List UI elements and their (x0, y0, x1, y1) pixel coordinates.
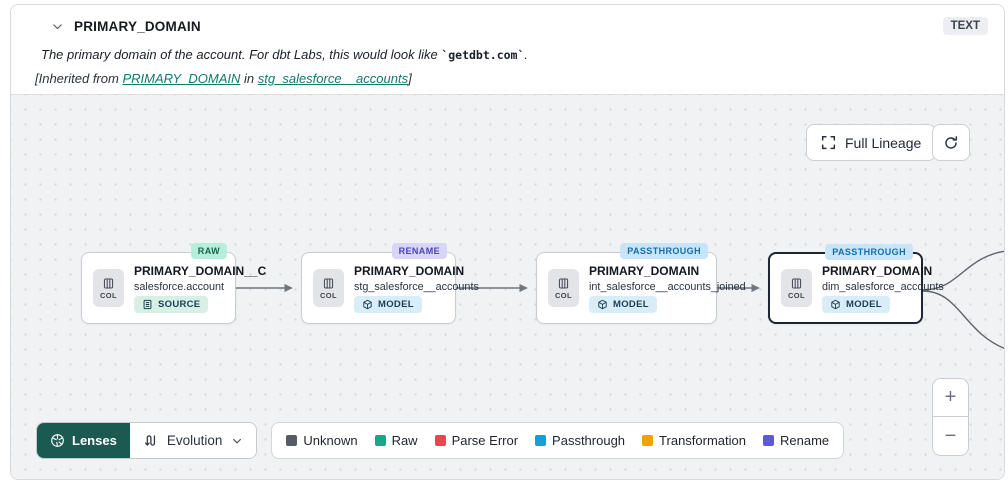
legend-swatch (286, 435, 298, 446)
column-header: PRIMARY_DOMAIN TEXT The primary domain o… (11, 5, 1004, 94)
zoom-in-button[interactable]: + (933, 379, 968, 417)
resource-type-tag: MODEL (354, 295, 422, 313)
status-badge: RAW (190, 243, 227, 259)
bottom-toolbar: Lenses Evolution Unknown Raw Parse Error… (36, 422, 845, 459)
lineage-node-source-column[interactable]: RAW COL PRIMARY_DOMAIN__C salesforce.acc… (81, 243, 267, 324)
page-title: PRIMARY_DOMAIN (74, 18, 201, 34)
lineage-canvas[interactable]: Full Lineage RAW COL PRIMARY_DOMAIN__C s… (11, 94, 1004, 479)
columns-icon (791, 278, 802, 288)
model-cube-icon (363, 299, 372, 309)
inline-code: `getdbt.com` (441, 48, 525, 62)
lens-legend: Unknown Raw Parse Error Passthrough Tran… (271, 422, 845, 459)
lineage-node-staging-model[interactable]: RENAME COL PRIMARY_DOMAIN stg_salesforce… (301, 243, 479, 324)
column-kind-chip: COL (781, 269, 812, 307)
legend-swatch (434, 435, 446, 446)
legend-item: Unknown (286, 433, 358, 448)
legend-item: Transformation (642, 433, 746, 448)
columns-icon (323, 278, 334, 288)
node-title: PRIMARY_DOMAIN (822, 263, 933, 278)
legend-item: Parse Error (434, 433, 518, 448)
legend-swatch (535, 435, 547, 446)
legend-item: Rename (762, 433, 829, 448)
fullscreen-icon (821, 135, 836, 150)
node-subtitle: int_salesforce__accounts_joined (589, 280, 746, 293)
resource-type-tag: MODEL (589, 295, 657, 313)
node-title: PRIMARY_DOMAIN (589, 263, 700, 278)
resource-type-tag: MODEL (822, 295, 890, 313)
zoom-out-button[interactable]: − (933, 417, 968, 455)
column-type-badge: TEXT (942, 17, 988, 35)
full-lineage-button[interactable]: Full Lineage (806, 124, 937, 161)
lenses-control: Lenses Evolution (36, 422, 258, 459)
model-cube-icon (831, 299, 840, 309)
legend-item: Passthrough (535, 433, 625, 448)
chevron-down-icon (231, 435, 243, 447)
resource-type-tag: SOURCE (134, 295, 209, 313)
lenses-button[interactable]: Lenses (37, 423, 130, 458)
column-kind-chip: COL (93, 269, 124, 307)
lineage-node-intermediate-model[interactable]: PASSTHROUGH COL PRIMARY_DOMAIN int_sales… (536, 243, 746, 324)
column-kind-chip: COL (548, 269, 579, 307)
legend-swatch (374, 435, 386, 446)
chevron-down-icon[interactable] (51, 20, 64, 33)
model-cube-icon (598, 299, 607, 309)
lineage-node-dim-model[interactable]: PASSTHROUGH COL PRIMARY_DOMAIN dim_sales… (768, 244, 944, 324)
inherited-model-link[interactable]: stg_salesforce__accounts (257, 71, 409, 86)
zoom-controls: + − (932, 378, 969, 456)
column-kind-chip: COL (313, 269, 344, 307)
columns-icon (103, 278, 114, 288)
status-badge: PASSTHROUGH (825, 244, 913, 260)
evolution-route-icon (143, 433, 158, 448)
legend-swatch (762, 435, 774, 446)
inherited-from-note: [Inherited from PRIMARY_DOMAIN in stg_sa… (35, 71, 412, 86)
inherited-column-link[interactable]: PRIMARY_DOMAIN (122, 71, 241, 86)
aperture-icon (50, 433, 65, 448)
node-title: PRIMARY_DOMAIN (354, 263, 465, 278)
node-title: PRIMARY_DOMAIN__C (134, 263, 267, 278)
refresh-button[interactable] (932, 124, 970, 161)
node-subtitle: dim_salesforce_accounts (822, 280, 944, 293)
node-subtitle: salesforce.account (134, 280, 225, 293)
status-badge: PASSTHROUGH (620, 243, 708, 259)
refresh-icon (943, 135, 959, 151)
lens-selector-dropdown[interactable]: Evolution (129, 423, 257, 458)
legend-item: Raw (374, 433, 418, 448)
columns-icon (558, 278, 569, 288)
lineage-panel: PRIMARY_DOMAIN TEXT The primary domain o… (10, 4, 1005, 480)
status-badge: RENAME (391, 243, 447, 259)
source-icon (143, 299, 152, 309)
column-description: The primary domain of the account. For d… (41, 47, 529, 62)
node-subtitle: stg_salesforce__accounts (354, 280, 479, 293)
legend-swatch (642, 435, 654, 446)
